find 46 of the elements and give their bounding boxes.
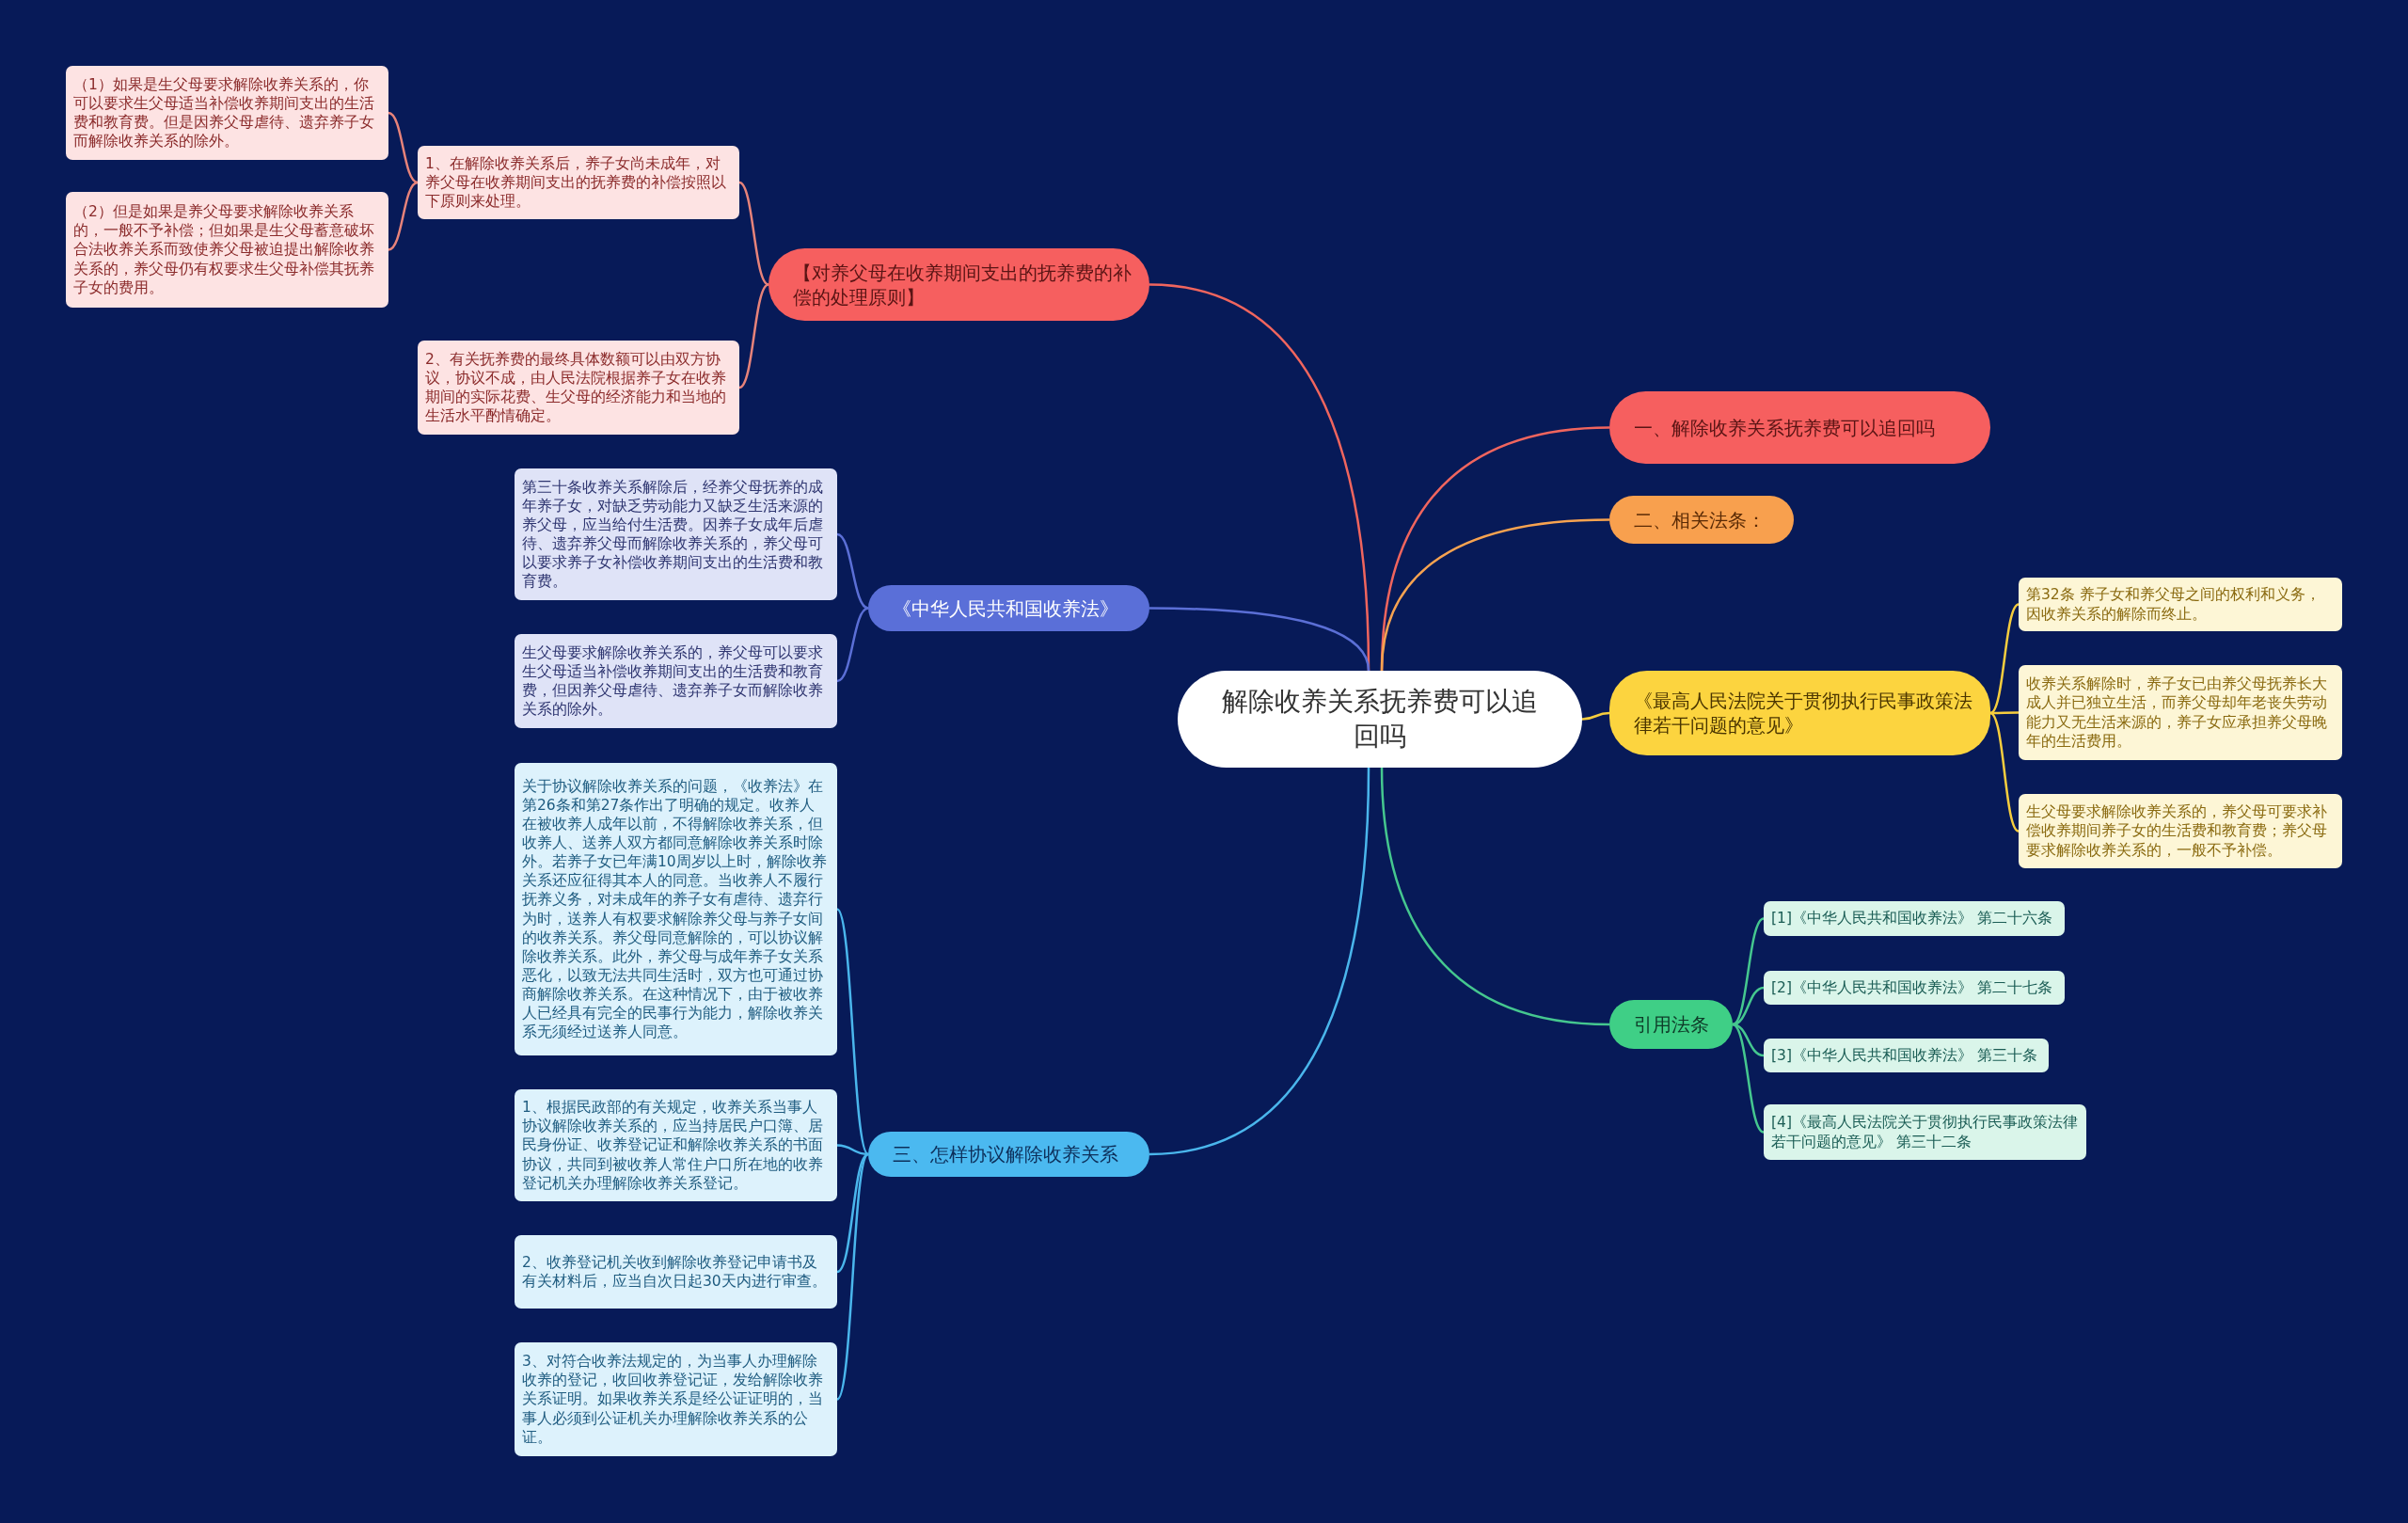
connector-line bbox=[836, 607, 869, 683]
connector-line bbox=[1581, 711, 1610, 721]
connector-line bbox=[836, 1153, 869, 1401]
subtopic-box: 1、在解除收养关系后，养子女尚未成年，对养父母在收养期间支出的抚养费的补偿按照以下原则来处理。 bbox=[418, 146, 739, 219]
subtopic-box: [4]《最高人民法院关于贯彻执行民事政策法律若干问题的意见》 第三十二条 bbox=[1764, 1104, 2086, 1160]
connector-line bbox=[836, 908, 869, 1155]
branch-topic: 《最高人民法院关于贯彻执行民事政策法律若干问题的意见》 bbox=[1609, 671, 1990, 755]
connector-line bbox=[1732, 917, 1765, 1026]
subtopic-box: 2、有关抚养费的最终具体数额可以由双方协议，协议不成，由人民法院根据养子女在收养期间的实际花费、生父母的经济能力和当地的生活水平酌情确定。 bbox=[418, 341, 739, 435]
subtopic-box: （2）但是如果是养父母要求解除收养关系的，一般不予补偿；但如果是生父母蓄意破坏合法收养关系而致使养父母被迫提出解除收养关系的，养父母仍有权要求生父母补偿其抚养子女的费用。 bbox=[66, 192, 388, 308]
connector-line bbox=[1149, 607, 1370, 672]
branch-topic: 一、解除收养关系抚养费可以追回吗 bbox=[1609, 391, 1990, 464]
connector-line bbox=[1989, 712, 2020, 833]
connector-line bbox=[1732, 1023, 1765, 1057]
connector-line bbox=[1380, 518, 1610, 672]
connector-line bbox=[1990, 711, 2019, 715]
branch-topic: 《中华人民共和国收养法》 bbox=[868, 585, 1149, 631]
connector-line bbox=[1732, 1023, 1765, 1134]
connector-line bbox=[836, 532, 869, 610]
subtopic-box: 3、对符合收养法规定的，为当事人办理解除收养的登记，收回收养登记证，发给解除收养关系证明。如果收养关系是经公证证明的，当事人必须到公证机关办理解除收养关系的公证。 bbox=[515, 1342, 837, 1456]
subtopic-box: 1、根据民政部的有关规定，收养关系当事人协议解除收养关系的，应当持居民户口簿、居民身份证、收养登记证和解除收养关系的书面协议，共同到被收养人常住户口所在地的收养登记机关办理解除收养关系登记。 bbox=[515, 1089, 837, 1201]
connector-line bbox=[1732, 986, 1765, 1026]
connector-line bbox=[388, 111, 419, 184]
subtopic-box: [1]《中华人民共和国收养法》 第二十六条 bbox=[1764, 901, 2065, 936]
connector-line bbox=[1989, 603, 2020, 715]
subtopic-box: [2]《中华人民共和国收养法》 第二十七条 bbox=[1764, 971, 2065, 1005]
subtopic-box: （1）如果是生父母要求解除收养关系的，你可以要求生父母适当补偿收养期间支出的生活费和教育费。但是因养父母虐待、遗弃养子女而解除收养关系的除外。 bbox=[66, 66, 388, 160]
central-topic: 解除收养关系抚养费可以追回吗 bbox=[1178, 671, 1582, 768]
subtopic-box: 收养关系解除时，养子女已由养父母抚养长大成人并已独立生活，而养父母却年老丧失劳动能力又无生活来源的，养子女应承担养父母晚年的生活费用。 bbox=[2019, 665, 2342, 760]
connector-line bbox=[738, 181, 769, 286]
connector-line bbox=[836, 1144, 869, 1156]
connector-line bbox=[1149, 767, 1370, 1156]
branch-topic: 三、怎样协议解除收养关系 bbox=[868, 1132, 1149, 1177]
branch-topic: 【对养父母在收养期间支出的抚养费的补偿的处理原则】 bbox=[768, 248, 1149, 321]
subtopic-box: [3]《中华人民共和国收养法》 第三十条 bbox=[1764, 1039, 2049, 1072]
subtopic-box: 生父母要求解除收养关系的，养父母可要求补偿收养期间养子女的生活费和教育费；养父母要求解除收养关系的，一般不予补偿。 bbox=[2019, 794, 2342, 868]
subtopic-box: 2、收养登记机关收到解除收养登记申请书及有关材料后，应当自次日起30天内进行审查。 bbox=[515, 1235, 837, 1309]
connector-line bbox=[1380, 767, 1610, 1026]
subtopic-box: 生父母要求解除收养关系的，养父母可以要求生父母适当补偿收养期间支出的生活费和教育费，但因养父母虐待、遗弃养子女而解除收养关系的除外。 bbox=[515, 634, 837, 728]
subtopic-box: 第32条 养子女和养父母之间的权利和义务，因收养关系的解除而终止。 bbox=[2019, 578, 2342, 631]
subtopic-box: 关于协议解除收养关系的问题，《收养法》在第26条和第27条作出了明确的规定。收养人在被收养人成年以前，不得解除收养关系，但收养人、送养人双方都同意解除收养关系时除外。若养子女已年满10周岁以上时，解除收养关系还应征得其本人的同意。当收养人不履行抚养义务，对未成年的养子女有虐待、遗弃行为时，送养人有权要求解除养父母与养子女间的收养关系。养父母同意解除的，可以协议解除收养关系。此外，养父母与成年养子女关系恶化，以致无法共同生活时，双方也可通过协商解除收养关系。在这种情况下，由于被收养人已经具有完全的民事行为能力，解除收养关系无须经过送养人同意。 bbox=[515, 763, 837, 1055]
branch-topic: 二、相关法条： bbox=[1609, 496, 1794, 544]
subtopic-box: 第三十条收养关系解除后，经养父母抚养的成年养子女，对缺乏劳动能力又缺乏生活来源的养父母，应当给付生活费。因养子女成年后虐待、遗弃养父母而解除收养关系的，养父母可以要求养子女补偿收养期间支出的生活费和教育费。 bbox=[515, 468, 837, 600]
connector-line bbox=[738, 283, 769, 389]
branch-topic: 引用法条 bbox=[1609, 1000, 1733, 1049]
connector-line bbox=[388, 181, 419, 251]
